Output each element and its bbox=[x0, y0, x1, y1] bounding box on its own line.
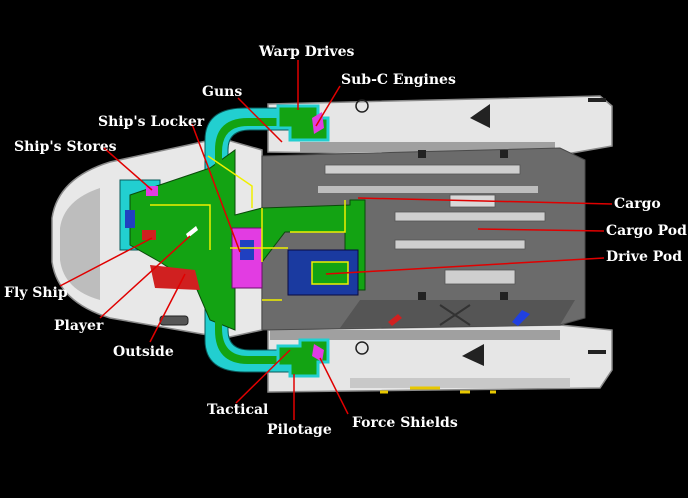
label-fly-ship: Fly Ship bbox=[4, 285, 68, 301]
leader-tactical bbox=[235, 349, 291, 404]
leader-outside bbox=[149, 273, 186, 343]
lower-nacelle-deck bbox=[350, 378, 570, 388]
label-ships-locker: Ship's Locker bbox=[98, 114, 205, 130]
label-cargo-pod: Cargo Pod bbox=[606, 223, 687, 239]
leader-cargo-pod bbox=[477, 228, 605, 232]
lower-yellow-marks bbox=[380, 386, 496, 394]
stores-crate-1 bbox=[146, 186, 158, 196]
bay-mark-blue bbox=[512, 310, 530, 326]
leader-force-shields bbox=[319, 357, 349, 415]
label-drive-pod: Drive Pod bbox=[606, 249, 682, 265]
shield-detail bbox=[312, 344, 324, 362]
bay-mark-red bbox=[388, 314, 402, 326]
label-pilotage: Pilotage bbox=[267, 422, 332, 438]
cargo-hatch-1 bbox=[418, 150, 426, 158]
upper-nacelle bbox=[267, 95, 613, 157]
lower-vent bbox=[588, 350, 606, 354]
leader-ships-stores bbox=[103, 147, 153, 191]
label-force-shields: Force Shields bbox=[352, 415, 458, 431]
label-cargo: Cargo bbox=[614, 196, 661, 212]
hull-nose-shade bbox=[60, 188, 100, 300]
nose-grille bbox=[159, 315, 189, 326]
player-marker bbox=[186, 226, 198, 238]
labels: Warp Drives Sub-C Engines Guns Ship's Lo… bbox=[4, 44, 687, 438]
leader-player bbox=[99, 235, 191, 319]
cargo-rail-3 bbox=[394, 211, 546, 222]
upper-nacelle-stripe bbox=[300, 142, 555, 152]
cargo-rail-2 bbox=[318, 186, 538, 193]
cargo-rail-4 bbox=[394, 239, 526, 250]
cargo-hatch-2 bbox=[500, 150, 508, 158]
bay-mark-x bbox=[439, 304, 471, 326]
lower-dial bbox=[355, 341, 369, 355]
label-guns: Guns bbox=[202, 84, 242, 100]
leader-drive-pod bbox=[325, 257, 605, 275]
outside-hatch bbox=[150, 265, 200, 290]
lower-emblem bbox=[462, 344, 484, 366]
cargo-hatch-4 bbox=[500, 292, 508, 300]
stores-crate-2 bbox=[125, 210, 135, 228]
ship-hull bbox=[51, 95, 613, 394]
ship-interior bbox=[119, 104, 366, 378]
cargo-rail-5 bbox=[444, 269, 516, 285]
label-outside: Outside bbox=[113, 344, 174, 360]
leader-cargo bbox=[357, 197, 613, 205]
leader-lines bbox=[59, 60, 613, 420]
label-player: Player bbox=[54, 318, 104, 334]
lower-nacelle-stripe bbox=[270, 330, 560, 340]
stores-crate-3 bbox=[142, 230, 156, 240]
label-sub-c-engines: Sub-C Engines bbox=[341, 72, 456, 88]
locker-inset bbox=[240, 240, 254, 260]
cargo-hatch-3 bbox=[418, 292, 426, 300]
upper-vent bbox=[588, 98, 606, 102]
leader-guns bbox=[237, 97, 283, 143]
label-tactical: Tactical bbox=[207, 402, 268, 418]
leader-ships-locker bbox=[191, 123, 241, 253]
label-warp-drives: Warp Drives bbox=[258, 44, 354, 60]
upper-emblem bbox=[470, 104, 490, 128]
upper-dial bbox=[355, 99, 369, 113]
leader-fly-ship bbox=[59, 237, 153, 287]
cargo-rail-1 bbox=[324, 164, 521, 175]
label-ships-stores: Ship's Stores bbox=[14, 139, 117, 155]
corridor-outline bbox=[150, 155, 346, 301]
leader-sub-c-engines bbox=[315, 85, 341, 127]
